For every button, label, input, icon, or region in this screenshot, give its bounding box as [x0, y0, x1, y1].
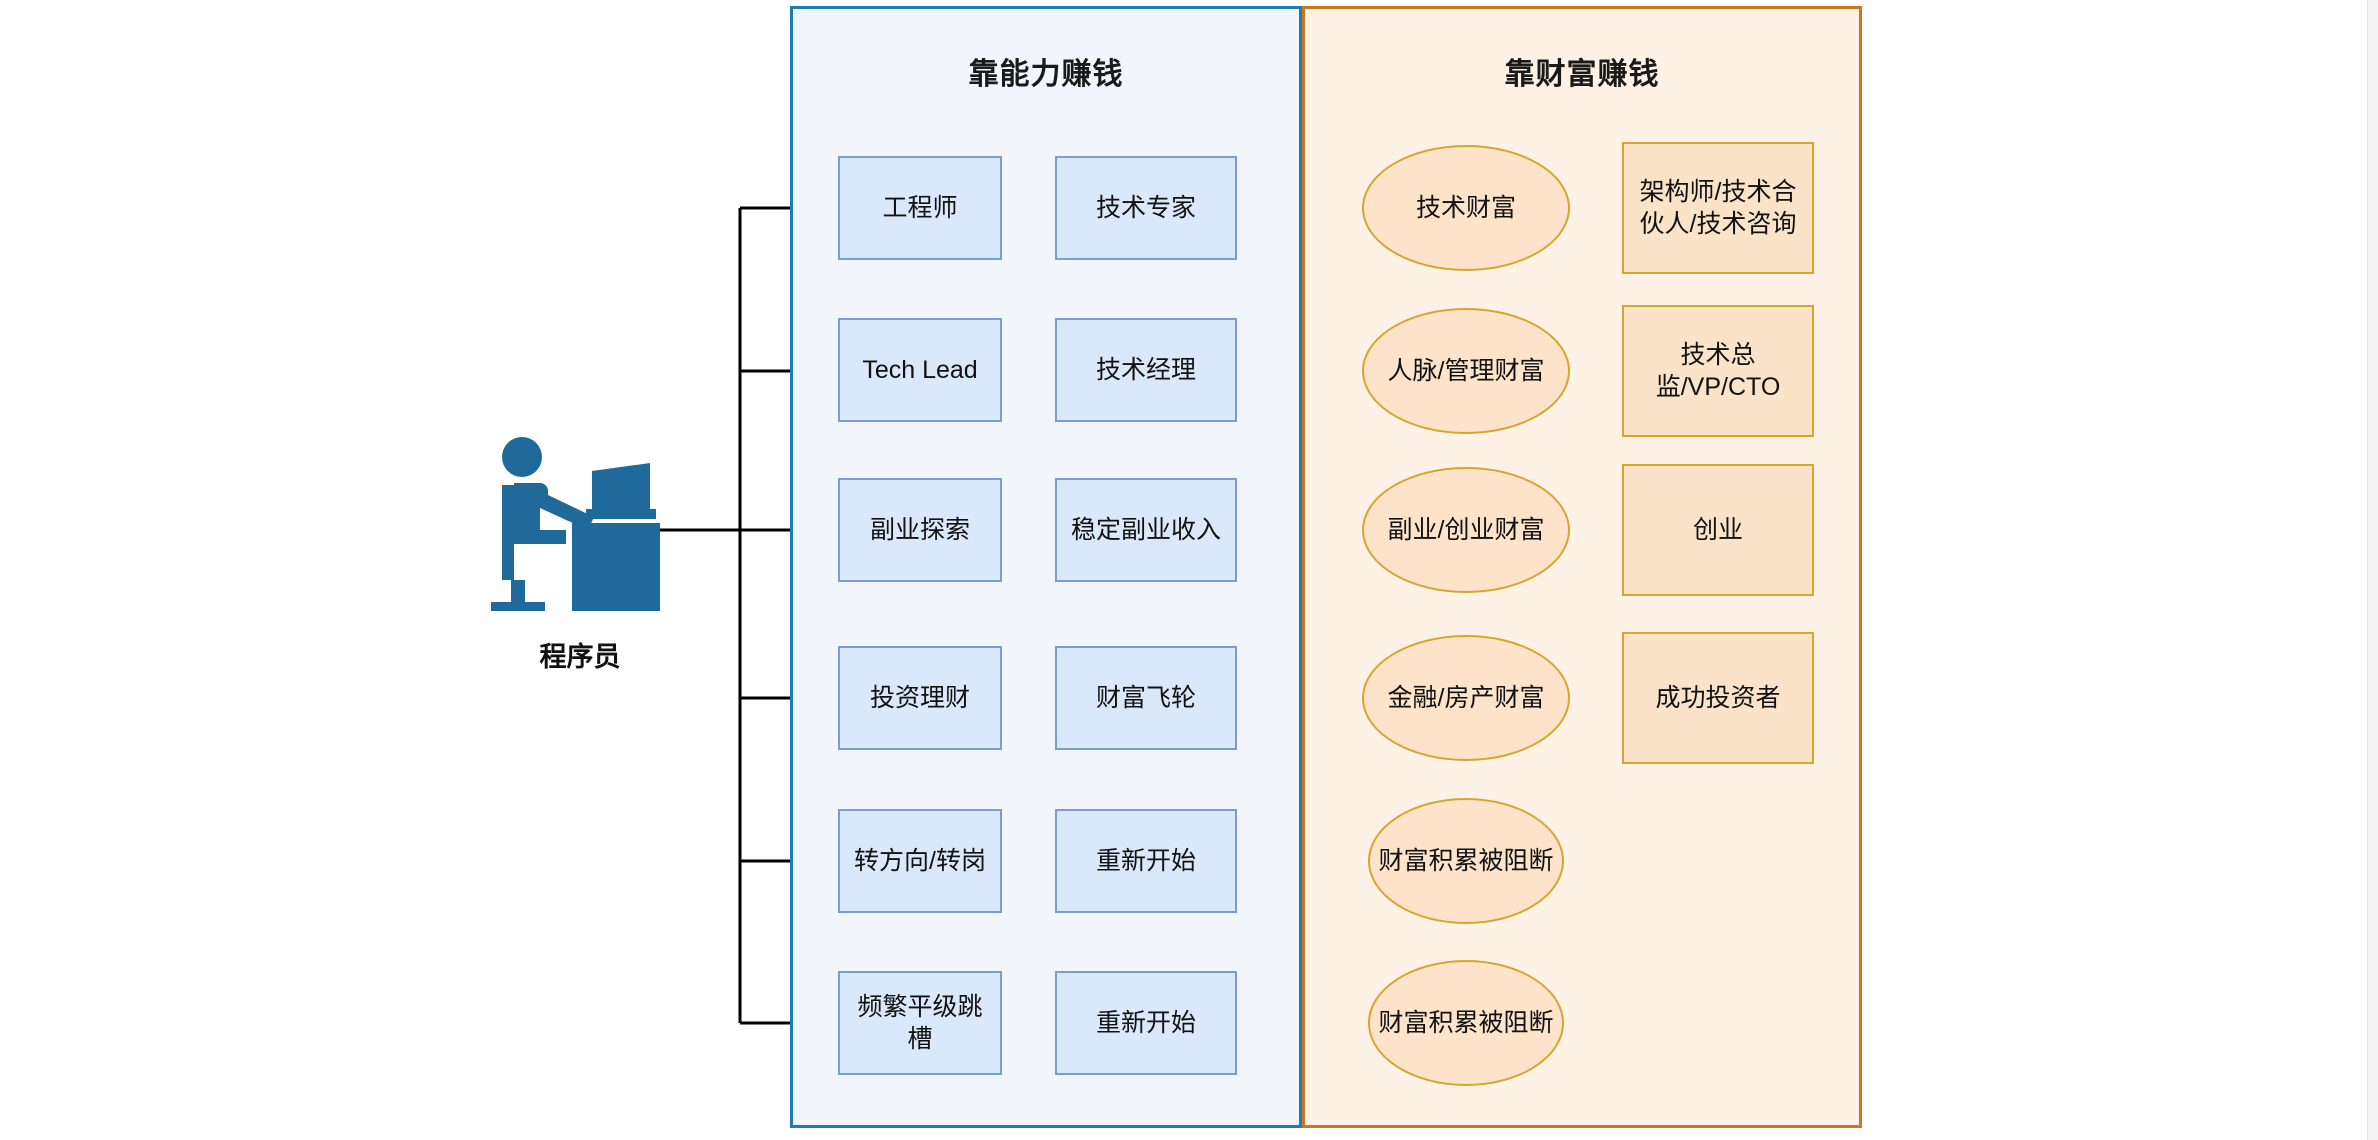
node-outcome-row-4[interactable]: 成功投资者: [1622, 632, 1814, 764]
node-stage1-row-4[interactable]: 投资理财: [838, 646, 1002, 750]
node-wealth-row-2[interactable]: 人脉/管理财富: [1362, 308, 1570, 434]
scrollbar-divider: [2367, 0, 2368, 1140]
panel-ability-title: 靠能力赚钱: [968, 58, 1124, 91]
scrollbar-track[interactable]: [2368, 0, 2378, 1140]
node-stage2-row-1[interactable]: 技术专家: [1055, 156, 1237, 260]
node-wealth-row-1[interactable]: 技术财富: [1362, 145, 1570, 271]
node-wealth-row-3[interactable]: 副业/创业财富: [1362, 467, 1570, 593]
node-wealth-row-6[interactable]: 财富积累被阻断: [1368, 960, 1564, 1086]
node-stage2-row-6[interactable]: 重新开始: [1055, 971, 1237, 1075]
node-stage2-row-2[interactable]: 技术经理: [1055, 318, 1237, 422]
programmer-at-desk-icon: [491, 437, 660, 611]
node-wealth-row-4[interactable]: 金融/房产财富: [1362, 635, 1570, 761]
actor-label: 程序员: [539, 642, 621, 672]
node-outcome-row-1[interactable]: 架构师/技术合伙人/技术咨询: [1622, 142, 1814, 274]
panel-wealth-title: 靠财富赚钱: [1504, 58, 1660, 91]
node-stage2-row-5[interactable]: 重新开始: [1055, 809, 1237, 913]
node-wealth-row-5[interactable]: 财富积累被阻断: [1368, 798, 1564, 924]
node-outcome-row-3[interactable]: 创业: [1622, 464, 1814, 596]
node-stage1-row-5[interactable]: 转方向/转岗: [838, 809, 1002, 913]
node-stage1-row-2[interactable]: Tech Lead: [838, 318, 1002, 422]
node-stage1-row-3[interactable]: 副业探索: [838, 478, 1002, 582]
node-outcome-row-2[interactable]: 技术总监/VP/CTO: [1622, 305, 1814, 437]
node-stage2-row-4[interactable]: 财富飞轮: [1055, 646, 1237, 750]
node-stage1-row-1[interactable]: 工程师: [838, 156, 1002, 260]
node-stage1-row-6[interactable]: 频繁平级跳槽: [838, 971, 1002, 1075]
node-stage2-row-3[interactable]: 稳定副业收入: [1055, 478, 1237, 582]
